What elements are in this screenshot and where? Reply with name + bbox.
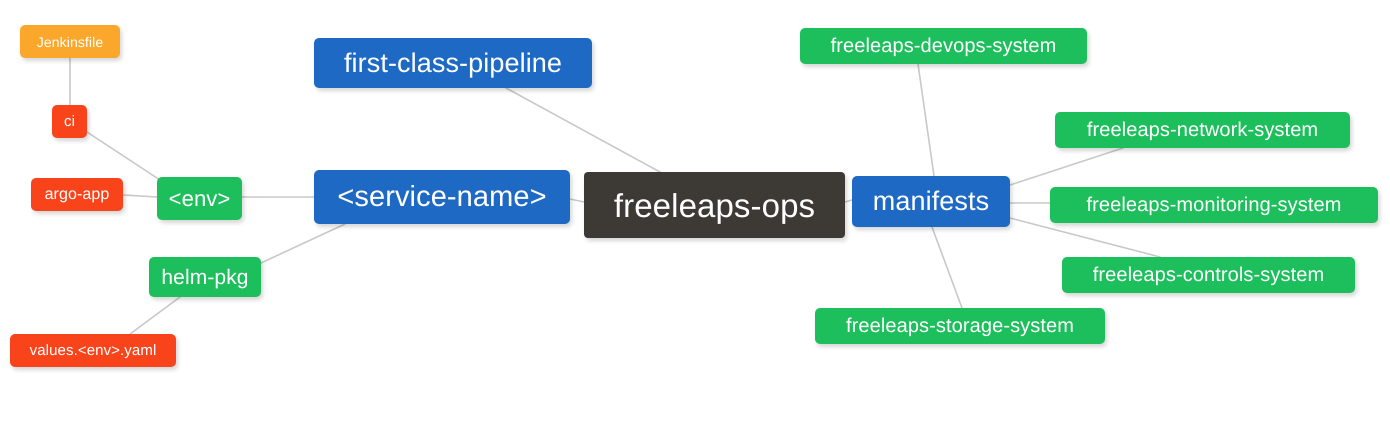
mindmap-node-storage[interactable]: freeleaps-storage-system xyxy=(815,308,1105,344)
mindmap-node-argo-app[interactable]: argo-app xyxy=(31,178,123,211)
mindmap-node-manifests[interactable]: manifests xyxy=(852,176,1010,227)
edge-argo-app-to-env xyxy=(122,194,158,198)
edge-helm-pkg-to-service-name xyxy=(260,223,346,264)
mindmap-node-helm-pkg[interactable]: helm-pkg xyxy=(149,257,261,297)
mindmap-node-env[interactable]: <env> xyxy=(157,177,242,220)
mindmap-node-ci[interactable]: ci xyxy=(52,105,87,138)
edge-manifests-to-storage xyxy=(931,226,963,309)
edge-manifests-to-devops xyxy=(917,63,935,177)
mindmap-node-values-yaml[interactable]: values.<env>.yaml xyxy=(10,334,176,367)
mindmap-node-monitoring[interactable]: freeleaps-monitoring-system xyxy=(1050,187,1378,223)
mindmap-node-jenkinsfile[interactable]: Jenkinsfile xyxy=(20,25,120,58)
edge-values-yaml-to-helm-pkg xyxy=(129,296,181,335)
mindmap-node-network[interactable]: freeleaps-network-system xyxy=(1055,112,1350,148)
edge-ci-to-env xyxy=(86,131,161,181)
mindmap-node-service-name[interactable]: <service-name> xyxy=(314,170,570,224)
edge-root-to-manifests xyxy=(844,199,853,203)
edge-manifests-to-network xyxy=(1009,147,1124,186)
mindmap-node-controls[interactable]: freeleaps-controls-system xyxy=(1062,257,1355,293)
mindmap-node-root[interactable]: freeleaps-ops xyxy=(584,172,845,238)
edge-service-name-to-root xyxy=(569,198,585,203)
edge-manifests-to-controls xyxy=(1009,217,1161,258)
edge-pipeline-to-root xyxy=(505,87,661,173)
mindmap-node-pipeline[interactable]: first-class-pipeline xyxy=(314,38,592,88)
mindmap-node-devops[interactable]: freeleaps-devops-system xyxy=(800,28,1087,64)
